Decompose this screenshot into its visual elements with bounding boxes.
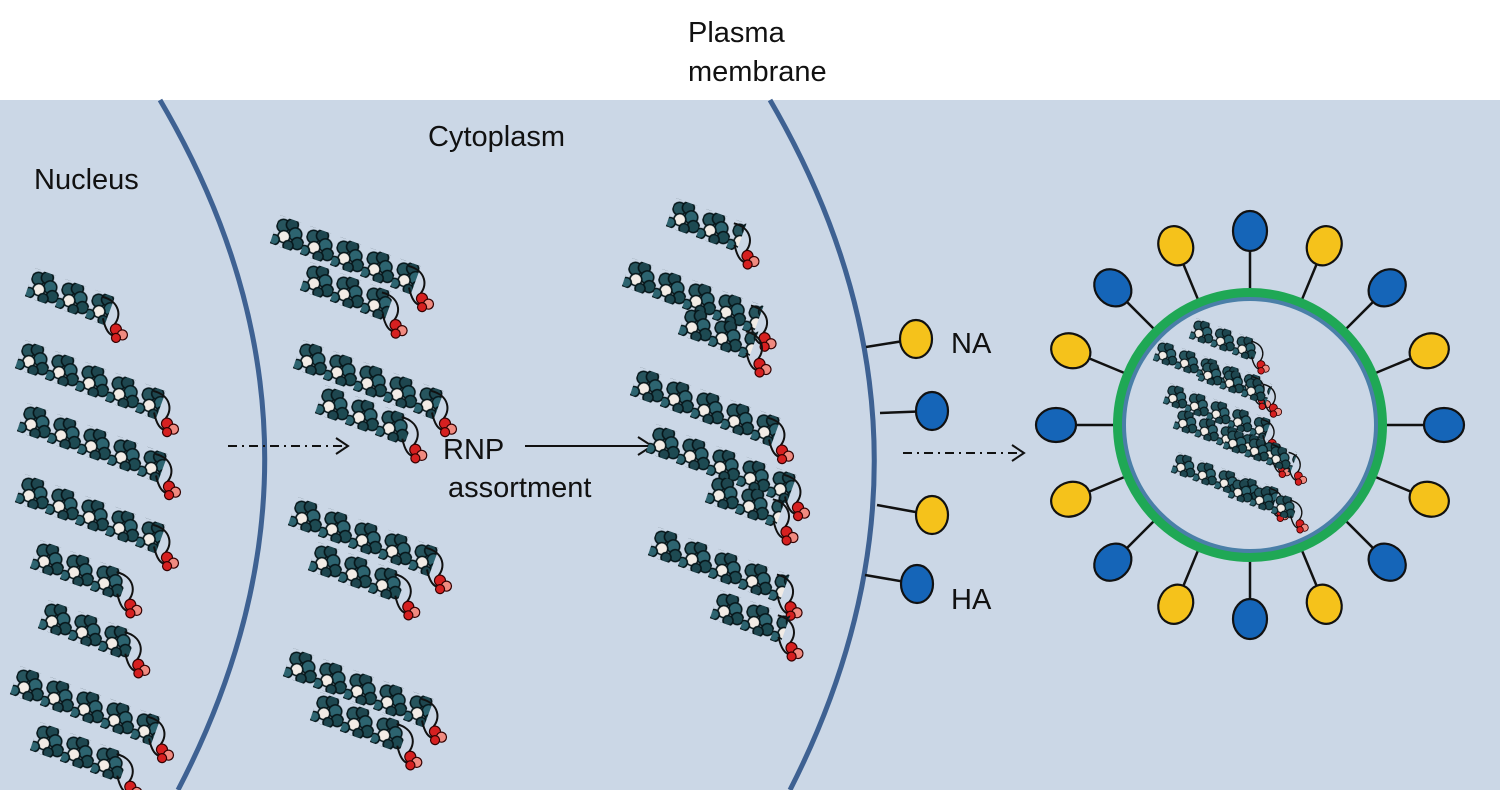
ha-glycoprotein [1034, 406, 1118, 444]
na-glycoprotein [1299, 225, 1343, 304]
polymerase-complex [124, 598, 143, 619]
rnp-segment [704, 474, 799, 546]
na-glycoprotein [865, 318, 934, 360]
packaged-rnp-segment [1222, 428, 1308, 486]
na-glycoprotein [1299, 546, 1343, 625]
rnp-segment [309, 692, 423, 771]
polymerase-complex [428, 725, 448, 746]
polymerase-complex [415, 292, 435, 313]
polymerase-complex [433, 574, 453, 595]
polymerase-complex [109, 323, 128, 344]
packaged-rnp-bundle [1152, 318, 1309, 534]
rnp-segment [287, 497, 453, 595]
na-glycoprotein [876, 494, 950, 536]
ha-glycoprotein [879, 390, 950, 432]
rnp-segment [645, 424, 811, 522]
rnp-segment [16, 403, 182, 501]
polymerase-complex [409, 443, 428, 464]
membrane-glycoproteins [864, 318, 950, 605]
polymerase-complex [775, 444, 795, 465]
ha-glycoprotein [1382, 406, 1466, 444]
polymerase-complex [389, 318, 408, 339]
rnp-assortment-label-line1: RNP [443, 434, 504, 466]
virion-glycoproteins [1034, 209, 1466, 641]
rnp-segment [292, 340, 458, 438]
ha-glycoprotein [1342, 268, 1407, 333]
rnp-segment [307, 542, 421, 621]
rnp-segment [24, 268, 128, 344]
na-glycoprotein [1050, 332, 1129, 376]
polymerase-complex [160, 551, 180, 572]
budding-dashed-arrow [903, 444, 1026, 462]
rnp-segment [314, 385, 428, 464]
ha-glycoprotein [1093, 517, 1158, 582]
na-glycoprotein [1157, 225, 1201, 304]
rnp-segments [9, 198, 811, 790]
nucleus-export-dashed-arrow [228, 437, 350, 455]
nuclear-membrane [157, 98, 268, 790]
rnp-segment [29, 540, 143, 619]
na-label: NA [951, 328, 992, 360]
polymerase-complex [791, 501, 811, 522]
rnp-segment [14, 474, 180, 572]
rnp-assortment-label-line2: assortment [448, 472, 591, 504]
na-glycoprotein [1371, 332, 1450, 376]
polymerase-complex [758, 332, 777, 352]
ha-glycoprotein [1342, 517, 1407, 582]
rnp-segment [282, 648, 448, 746]
virion [1034, 209, 1466, 641]
polymerase-complex [404, 750, 423, 771]
polymerase-complex [438, 417, 458, 438]
na-glycoprotein [1371, 474, 1450, 518]
polymerase-complex [1268, 403, 1283, 418]
polymerase-complex [1293, 471, 1308, 486]
rnp-segment [9, 666, 175, 764]
rnp-segment [709, 590, 804, 662]
polymerase-complex [402, 600, 421, 621]
ha-glycoprotein [864, 563, 935, 605]
cytoplasm-label: Cytoplasm [428, 121, 565, 153]
plasma-membrane [767, 98, 877, 790]
ha-glycoprotein [1231, 557, 1269, 641]
nucleus-label: Nucleus [34, 164, 139, 196]
packaged-rnp-segment [1197, 360, 1283, 418]
rnp-segment [299, 262, 408, 339]
ha-label: HA [951, 584, 992, 616]
rnp-segment [269, 215, 435, 313]
polymerase-complex [132, 658, 151, 679]
rnp-segment [37, 600, 151, 679]
polymerase-complex [1256, 360, 1270, 375]
virion-matrix-layer [1122, 297, 1378, 553]
rnp-segment [665, 198, 760, 270]
rnp-segment [621, 258, 777, 352]
ha-glycoprotein [1231, 209, 1269, 293]
na-glycoprotein [1050, 474, 1129, 518]
plasma-membrane-label-line1: Plasma [688, 17, 786, 49]
packaged-rnp-segment [1227, 477, 1309, 534]
polymerase-complex [155, 743, 175, 764]
plasma-membrane-label-line2: membrane [688, 56, 827, 88]
ha-glycoprotein [1093, 268, 1158, 333]
packaged-rnp-segment [1188, 318, 1270, 375]
rnp-segment [14, 340, 180, 438]
polymerase-complex [1295, 519, 1309, 534]
polymerase-complex [160, 417, 180, 438]
polymerase-complex [741, 249, 760, 270]
polymerase-complex [162, 480, 182, 501]
polymerase-complex [785, 641, 804, 662]
rnp-segment [677, 306, 772, 378]
rnp-segment [629, 367, 795, 465]
polymerase-complex [780, 525, 799, 546]
polymerase-complex [753, 357, 772, 378]
na-glycoprotein [1157, 546, 1201, 625]
